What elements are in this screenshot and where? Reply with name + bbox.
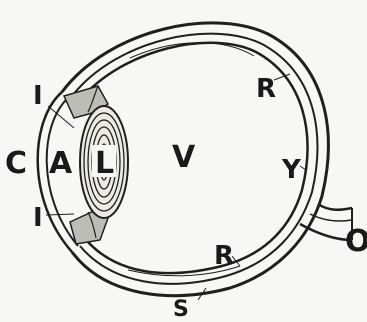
label-vitreous: V	[172, 140, 196, 175]
label-iris-top: I	[33, 81, 43, 111]
label-retina-bottom: R	[214, 241, 234, 271]
label-cornea: C	[5, 146, 27, 181]
label-retina-top: R	[256, 74, 276, 104]
label-lens: L	[95, 146, 114, 181]
label-anterior-chamber: A	[49, 146, 73, 181]
label-optic-nerve: O	[345, 224, 367, 259]
label-yellow-spot: Y	[281, 155, 302, 185]
optic-nerve-upper	[318, 204, 352, 210]
label-iris-bottom: I	[33, 203, 43, 233]
leader-iris-bottom	[46, 214, 74, 215]
label-sclera: S	[173, 297, 189, 322]
